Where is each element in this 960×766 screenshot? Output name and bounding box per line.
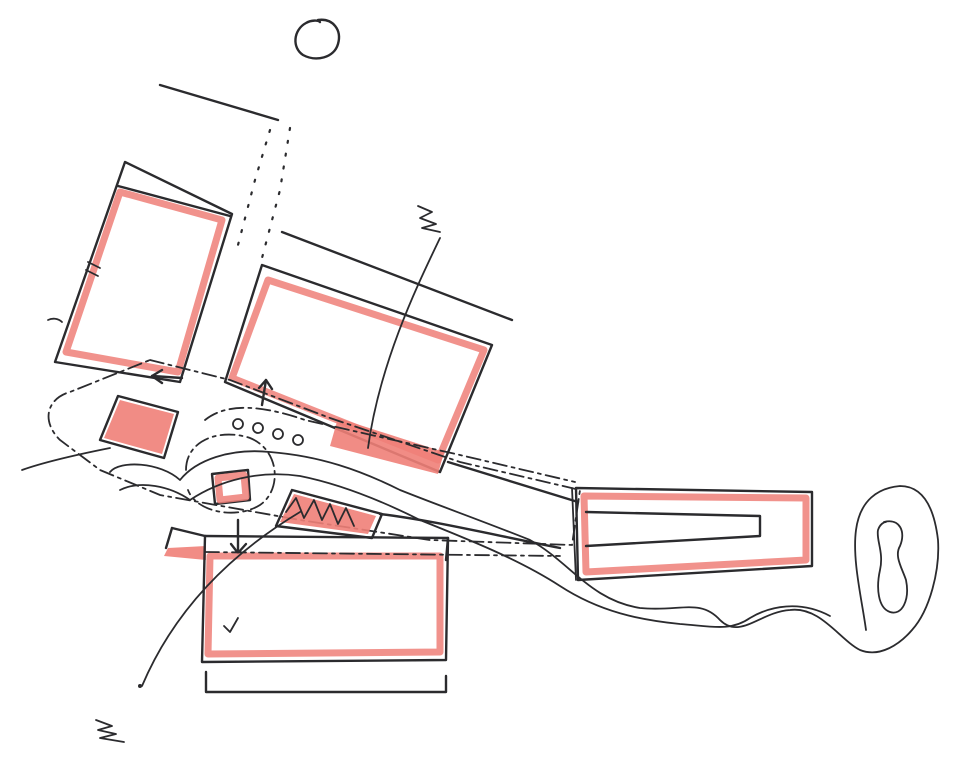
landscape-trail-inner — [119, 473, 831, 628]
pointer-line-left — [21, 447, 111, 471]
arrow-up — [257, 378, 274, 407]
landscape-trail — [109, 450, 940, 654]
plaza-inner-line — [204, 406, 576, 483]
building-b — [223, 230, 514, 474]
pointer-dot — [138, 684, 142, 688]
dotted-path-left — [236, 128, 272, 247]
scribble-annotation-bottom — [95, 719, 125, 743]
building-a-marker — [62, 188, 226, 376]
dotted-path-right — [260, 126, 292, 260]
edge-dash-lower — [204, 551, 561, 557]
building-c — [274, 488, 384, 540]
building-b-hatch — [330, 418, 444, 474]
scribble-annotation-top — [417, 205, 441, 233]
building-a — [47, 160, 234, 384]
pointer-line-top — [367, 237, 441, 449]
edge-line-lower — [378, 512, 562, 550]
pavilion-circle — [185, 433, 276, 514]
boundary-line-top — [158, 83, 280, 122]
loop-inner — [876, 520, 908, 614]
tree-row — [232, 418, 304, 446]
plaza-boundary — [47, 359, 582, 546]
pavilion-centre — [210, 468, 252, 506]
north-circle — [294, 18, 341, 60]
building-e — [571, 486, 814, 582]
pavilion-left — [98, 394, 180, 460]
edge-line-upper — [446, 460, 580, 504]
building-d — [164, 526, 450, 694]
arrow-left — [150, 368, 184, 385]
pointer-line-bottom — [141, 511, 301, 687]
